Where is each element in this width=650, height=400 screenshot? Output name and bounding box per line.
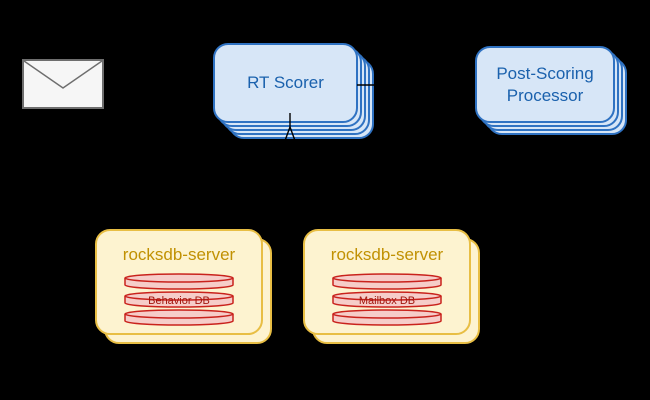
- db-cylinder-segment: [124, 273, 234, 290]
- behavior-db-cylinder: Behavior DB: [124, 273, 234, 327]
- rt-scorer-label: RT Scorer: [247, 73, 324, 93]
- rocksdb-right-title: rocksdb-server: [330, 245, 444, 264]
- rt-scorer-box: RT Scorer: [213, 43, 358, 123]
- post-scoring-label: Post-Scoring Processor: [496, 64, 594, 105]
- mailbox-db-label: Mailbox DB: [358, 295, 416, 307]
- behavior-db-label: Behavior DB: [148, 295, 210, 307]
- rocksdb-left-box: rocksdb-server: [95, 229, 263, 335]
- db-cylinder-segment: Mailbox DB: [332, 291, 442, 308]
- envelope-flap-lines: [24, 61, 102, 89]
- db-cylinder-segment: [332, 309, 442, 326]
- db-cylinder-segment: [124, 309, 234, 326]
- db-cylinder-segment: Behavior DB: [124, 291, 234, 308]
- rocksdb-left-title: rocksdb-server: [122, 245, 236, 264]
- db-cylinder-segment: [332, 273, 442, 290]
- post-scoring-box: Post-Scoring Processor: [475, 46, 615, 123]
- mailbox-db-cylinder: Mailbox DB: [332, 273, 442, 327]
- envelope-icon: [22, 59, 104, 109]
